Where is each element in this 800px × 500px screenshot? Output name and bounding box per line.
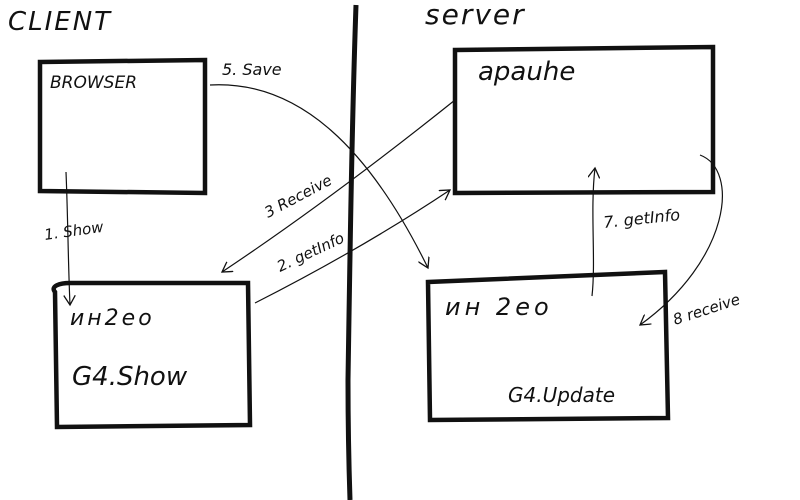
server-info-label: ин 2ео [445, 293, 553, 321]
get-info-server-arrow [592, 168, 595, 297]
client-info-box [51, 280, 253, 430]
browser-label: BROWSER [50, 73, 137, 93]
client-server-divider [345, 4, 359, 500]
save-arrow [209, 84, 428, 268]
apache-box [452, 44, 716, 196]
show-arrow-label: 1. Show [43, 218, 105, 244]
show-arrow [66, 171, 70, 305]
server-info-box [425, 269, 671, 423]
client-section-label: CLIENT [8, 7, 112, 37]
server-info-note: G4.Update [508, 383, 615, 407]
receive-server-label: 8 receive [671, 290, 743, 329]
get-info-server-label: 7. getInfo [602, 205, 681, 232]
get-info-client-label: 2. getInfo [274, 229, 347, 276]
receive-client-arrow [222, 99, 456, 272]
get-info-client-arrow [254, 190, 450, 304]
receive-client-label: 3 Receive [261, 171, 335, 222]
client-info-note: G4.Show [72, 362, 188, 392]
client-info-label: ин2ео [70, 306, 155, 331]
browser-box [37, 57, 208, 196]
save-arrow-label: 5. Save [222, 60, 282, 79]
server-section-label: server [425, 0, 526, 31]
receive-server-arrow [640, 154, 723, 325]
apache-label: apauhe [478, 57, 575, 87]
